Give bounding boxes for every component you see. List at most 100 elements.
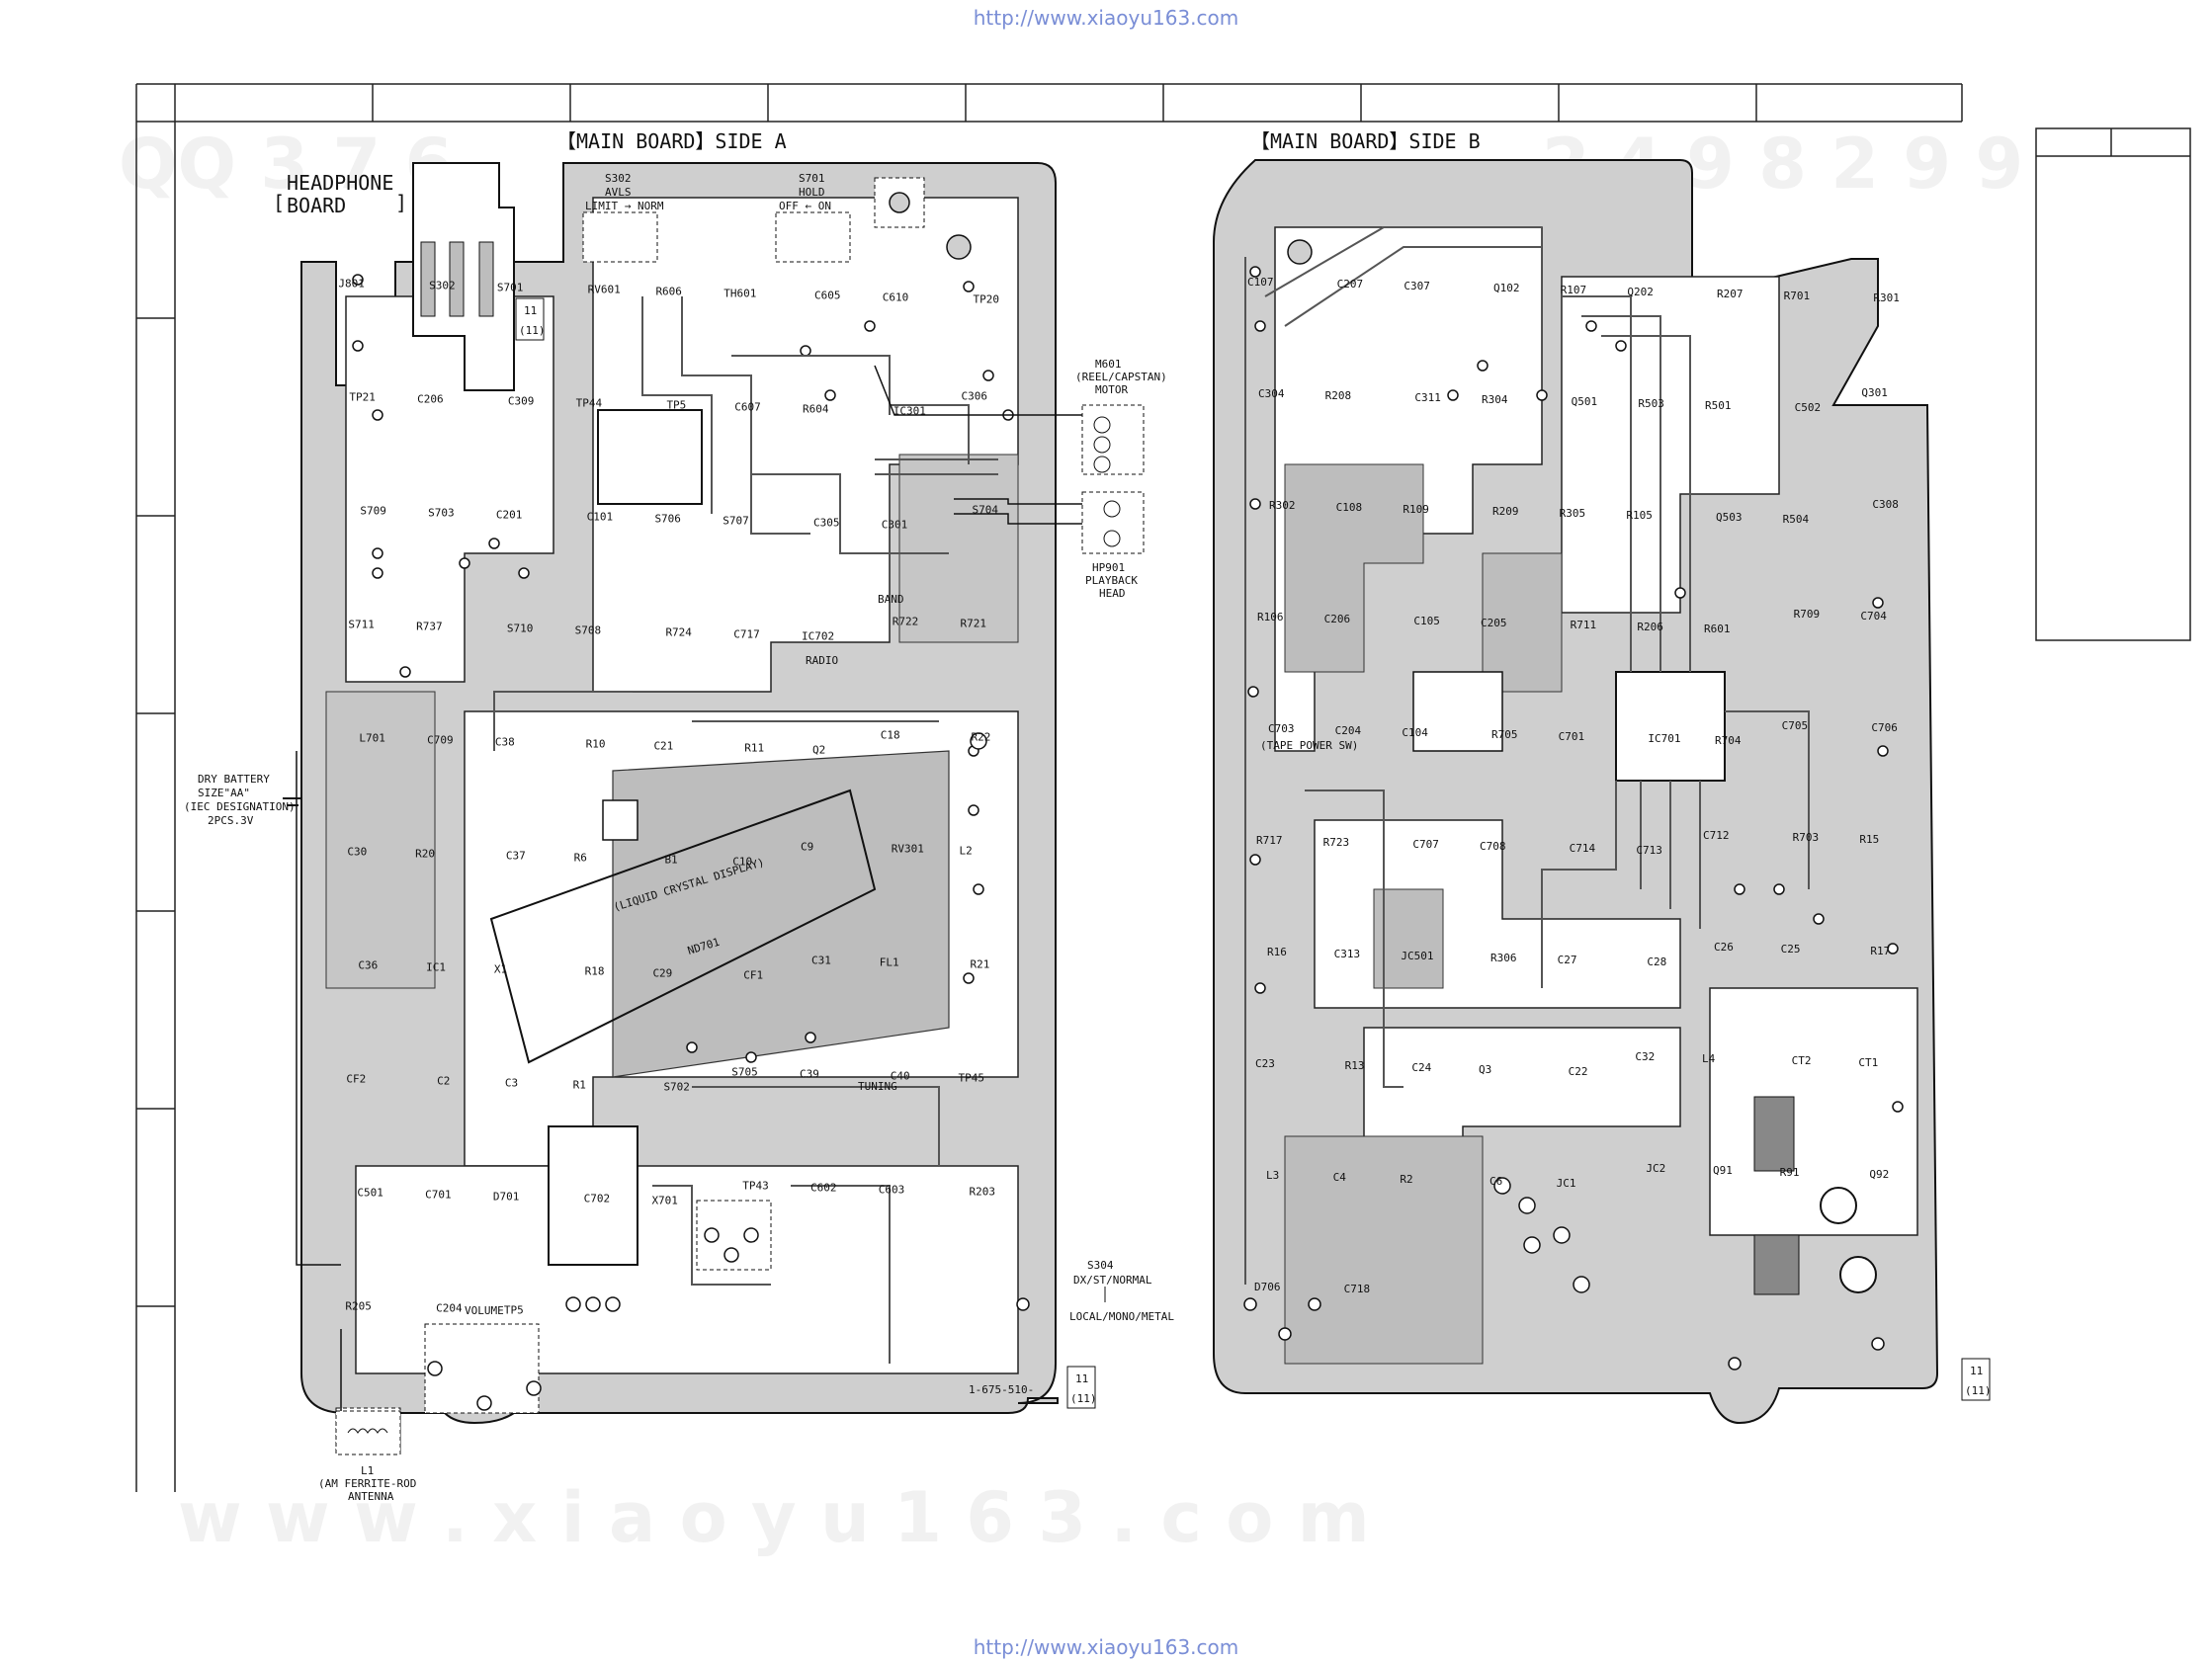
component-a-tp21: TP21 <box>349 390 376 403</box>
headphone-title-1: HEADPHONE <box>287 171 393 195</box>
ic1 <box>548 1125 638 1266</box>
svg-text:S304: S304 <box>1087 1259 1114 1272</box>
component-a-tp5: TP5 <box>504 1303 524 1316</box>
component-a-c204: C204 <box>436 1301 463 1314</box>
component-a-cf2: CF2 <box>346 1072 366 1085</box>
svg-text:AVLS: AVLS <box>605 186 632 199</box>
component-a-c717: C717 <box>733 627 760 640</box>
component-a-cf1: CF1 <box>743 968 763 981</box>
battery-label: DRY BATTERY SIZE"AA" (IEC DESIGNATION) 2… <box>184 773 296 827</box>
component-b-c311: C311 <box>1414 391 1441 404</box>
source-url-bottom[interactable]: http://www.xiaoyu163.com <box>973 1635 1239 1659</box>
tuning-label: TUNING <box>858 1080 897 1093</box>
svg-text:L1: L1 <box>361 1464 374 1477</box>
svg-text:HP901: HP901 <box>1092 561 1125 574</box>
component-a-l701: L701 <box>359 731 385 744</box>
component-b-r501: R501 <box>1705 399 1732 412</box>
tape-power-label: (TAPE POWER SW) <box>1260 739 1358 752</box>
ref-11b-c: (11) <box>1965 1384 1992 1397</box>
component-a-s709: S709 <box>360 504 386 517</box>
component-a-c39: C39 <box>800 1067 819 1080</box>
component-a-c306: C306 <box>962 389 988 402</box>
component-b-c706: C706 <box>1871 721 1898 734</box>
component-b-r704: R704 <box>1715 734 1742 747</box>
component-b-c105: C105 <box>1413 615 1440 627</box>
component-a-c607: C607 <box>734 400 761 413</box>
component-a-d701: D701 <box>493 1190 520 1203</box>
component-a-c18: C18 <box>881 728 900 741</box>
component-b-r206: R206 <box>1637 621 1663 633</box>
side-b-title: 【MAIN BOARD】SIDE B <box>1250 129 1481 153</box>
component-b-r105: R105 <box>1626 509 1653 522</box>
component-b-c712: C712 <box>1703 829 1730 842</box>
component-a-s708: S708 <box>575 623 602 636</box>
svg-text:DRY BATTERY: DRY BATTERY <box>198 773 270 786</box>
component-b-l3: L3 <box>1266 1169 1279 1182</box>
svg-text:MOTOR: MOTOR <box>1095 383 1128 396</box>
component-b-q202: Q202 <box>1627 286 1654 298</box>
component-b-r703: R703 <box>1793 831 1820 844</box>
svg-text:DX/ST/NORMAL: DX/ST/NORMAL <box>1073 1274 1152 1287</box>
component-b-r107: R107 <box>1561 284 1587 296</box>
component-b-r723: R723 <box>1323 836 1350 849</box>
component-b-q301: Q301 <box>1861 386 1888 399</box>
component-a-ic1: IC1 <box>426 960 446 973</box>
component-a-j801: J801 <box>338 277 365 290</box>
source-url-top[interactable]: http://www.xiaoyu163.com <box>973 6 1239 30</box>
component-a-c701: C701 <box>425 1188 452 1201</box>
bracket-left: [ <box>273 191 285 214</box>
component-a-c605: C605 <box>814 289 841 301</box>
component-b-c713: C713 <box>1636 844 1662 857</box>
component-a-c603: C603 <box>879 1183 905 1196</box>
svg-text:S302: S302 <box>605 172 632 185</box>
svg-text:(IEC DESIGNATION): (IEC DESIGNATION) <box>184 800 296 813</box>
component-b-c22: C22 <box>1569 1065 1588 1078</box>
component-b-c714: C714 <box>1570 842 1596 855</box>
component-b-r301: R301 <box>1873 291 1900 304</box>
ref-11-b: 11 <box>1075 1372 1088 1385</box>
component-b-r503: R503 <box>1638 397 1664 410</box>
volume-label: VOLUME <box>465 1304 504 1317</box>
component-a-rv601: RV601 <box>588 283 621 295</box>
component-b-r2: R2 <box>1400 1173 1412 1186</box>
component-a-tp5: TP5 <box>666 398 686 411</box>
component-b-q3: Q3 <box>1479 1063 1491 1076</box>
ic301 <box>597 409 703 505</box>
component-a-r11: R11 <box>744 741 764 754</box>
component-b-c703: C703 <box>1268 722 1295 735</box>
component-a-r205: R205 <box>345 1299 372 1312</box>
component-a-ic702: IC702 <box>802 629 834 642</box>
component-a-c21: C21 <box>653 739 673 752</box>
component-b-r208: R208 <box>1325 389 1352 402</box>
component-a-c9: C9 <box>801 840 813 853</box>
component-b-c701: C701 <box>1559 730 1585 743</box>
component-b-c207: C207 <box>1337 278 1364 291</box>
component-a-tp20: TP20 <box>974 292 1000 305</box>
component-b-q91: Q91 <box>1713 1164 1733 1177</box>
component-b-c718: C718 <box>1344 1283 1371 1295</box>
component-a-s701: S701 <box>497 281 524 293</box>
component-a-c610: C610 <box>883 291 909 303</box>
component-a-rv301: RV301 <box>892 842 924 855</box>
main-board-side-a: (LIQUID CRYSTAL DISPLAY) ND701 <box>283 162 1145 1455</box>
component-b-c705: C705 <box>1782 719 1809 732</box>
svg-text:HOLD: HOLD <box>799 186 825 199</box>
component-a-s702: S702 <box>663 1080 690 1093</box>
component-b-r305: R305 <box>1560 507 1586 520</box>
component-a-c201: C201 <box>496 508 523 521</box>
component-b-c313: C313 <box>1334 948 1361 960</box>
component-b-c4: C4 <box>1333 1171 1347 1184</box>
component-a-tp44: TP44 <box>576 396 603 409</box>
component-b-q92: Q92 <box>1869 1168 1889 1181</box>
component-a-x701: X701 <box>651 1194 678 1206</box>
component-b-jc1: JC1 <box>1557 1177 1576 1190</box>
component-a-s707: S707 <box>723 514 749 527</box>
component-b-d706: D706 <box>1254 1281 1281 1293</box>
component-a-c38: C38 <box>495 735 515 748</box>
component-b-r15: R15 <box>1859 833 1879 846</box>
component-a-tp43: TP43 <box>742 1179 769 1192</box>
component-a-c40: C40 <box>891 1069 910 1082</box>
